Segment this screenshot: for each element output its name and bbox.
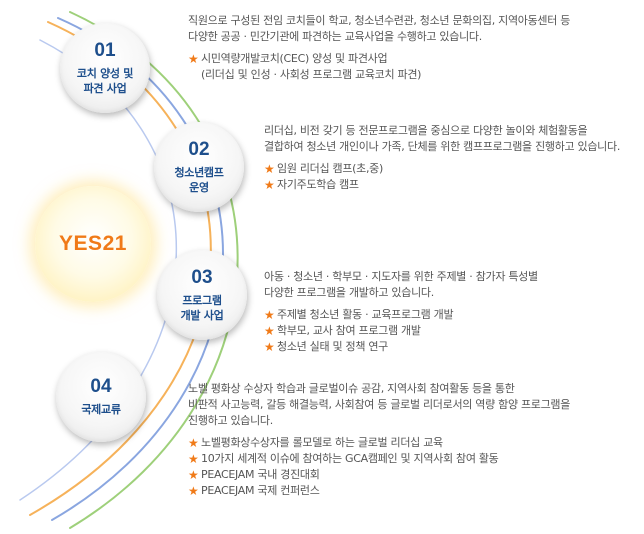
star-icon: ★ [188, 436, 199, 450]
star-icon: ★ [264, 340, 275, 354]
node-number: 04 [90, 376, 112, 397]
node-title: 코치 양성 및 파견 사업 [76, 66, 134, 95]
bullet-item: ★학부모, 교사 참여 프로그램 개발 [264, 323, 634, 339]
bullet-item: ★10가지 세계적 이슈에 참여하는 GCA캠페인 및 지역사회 참여 활동 [188, 451, 628, 467]
node-title: 청소년캠프 운영 [174, 165, 224, 194]
node-number: 03 [191, 266, 213, 288]
bullet-item: ★시민역량개발코치(CEC) 양성 및 파견사업 (리더십 및 인성 · 사회성… [188, 51, 628, 83]
bullet-item: ★주제별 청소년 활동 · 교육프로그램 개발 [264, 307, 634, 323]
bullet-text: 노벨평화상수상자를 롤모델로 하는 글로벌 리더십 교육 [201, 436, 443, 449]
bullet-item: ★자기주도학습 캠프 [264, 177, 639, 193]
bullet-list: ★임원 리더십 캠프(초,중) ★자기주도학습 캠프 [264, 161, 639, 193]
section-program-development: 아동 · 청소년 · 학부모 · 지도자를 위한 주제별 · 참가자 특성별 다… [264, 269, 634, 355]
bullet-text: 주제별 청소년 활동 · 교육프로그램 개발 [277, 308, 454, 321]
section-description: 노벨 평화상 수상자 학습과 글로벌이슈 공감, 지역사회 참여활동 등을 통한… [188, 382, 571, 427]
section-international-exchange: 노벨 평화상 수상자 학습과 글로벌이슈 공감, 지역사회 참여활동 등을 통한… [188, 381, 628, 499]
bullet-item: ★임원 리더십 캠프(초,중) [264, 161, 639, 177]
bullet-item: ★청소년 실태 및 정책 연구 [264, 339, 634, 355]
section-description: 리더십, 비전 갖기 등 전문프로그램을 중심으로 다양한 놀이와 체험활동을 … [264, 124, 621, 153]
center-circle: YES21 [35, 186, 151, 302]
node-number: 01 [94, 39, 116, 61]
bullet-list: ★노벨평화상수상자를 롤모델로 하는 글로벌 리더십 교육 ★10가지 세계적 … [188, 435, 628, 499]
star-icon: ★ [264, 162, 275, 176]
section-youth-camp: 리더십, 비전 갖기 등 전문프로그램을 중심으로 다양한 놀이와 체험활동을 … [264, 123, 639, 193]
star-icon: ★ [188, 484, 199, 498]
star-icon: ★ [188, 52, 199, 66]
node-international-exchange: 04 국제교류 [56, 352, 146, 442]
star-icon: ★ [264, 324, 275, 338]
node-title: 국제교류 [81, 403, 121, 416]
bullet-text: 자기주도학습 캠프 [277, 178, 359, 191]
bullet-text: PEACEJAM 국내 경진대회 [201, 468, 320, 481]
section-description: 직원으로 구성된 전임 코치들이 학교, 청소년수련관, 청소년 문화의집, 지… [188, 14, 571, 43]
star-icon: ★ [188, 452, 199, 466]
bullet-item: ★PEACEJAM 국제 컨퍼런스 [188, 483, 628, 499]
node-title: 프로그램 개발 사업 [180, 293, 224, 322]
bullet-text: 임원 리더십 캠프(초,중) [277, 162, 383, 175]
bullet-text: 10가지 세계적 이슈에 참여하는 GCA캠페인 및 지역사회 참여 활동 [201, 452, 499, 465]
section-coach-training: 직원으로 구성된 전임 코치들이 학교, 청소년수련관, 청소년 문화의집, 지… [188, 13, 628, 83]
star-icon: ★ [188, 468, 199, 482]
node-youth-camp: 02 청소년캠프 운영 [154, 122, 244, 212]
center-label: YES21 [59, 232, 127, 255]
section-description: 아동 · 청소년 · 학부모 · 지도자를 위한 주제별 · 참가자 특성별 다… [264, 270, 538, 299]
bullet-text: 시민역량개발코치(CEC) 양성 및 파견사업 (리더십 및 인성 · 사회성 … [201, 52, 422, 81]
bullet-text: PEACEJAM 국제 컨퍼런스 [201, 484, 320, 497]
bullet-item: ★노벨평화상수상자를 롤모델로 하는 글로벌 리더십 교육 [188, 435, 628, 451]
bullet-item: ★PEACEJAM 국내 경진대회 [188, 467, 628, 483]
node-number: 02 [188, 138, 210, 160]
bullet-text: 학부모, 교사 참여 프로그램 개발 [277, 324, 421, 337]
bullet-list: ★시민역량개발코치(CEC) 양성 및 파견사업 (리더십 및 인성 · 사회성… [188, 51, 628, 83]
node-coach-training: 01 코치 양성 및 파견 사업 [60, 23, 150, 113]
green-arc [69, 11, 239, 529]
bullet-list: ★주제별 청소년 활동 · 교육프로그램 개발 ★학부모, 교사 참여 프로그램… [264, 307, 634, 355]
star-icon: ★ [264, 308, 275, 322]
star-icon: ★ [264, 178, 275, 192]
bullet-text: 청소년 실태 및 정책 연구 [277, 340, 388, 353]
node-program-development: 03 프로그램 개발 사업 [157, 250, 247, 340]
